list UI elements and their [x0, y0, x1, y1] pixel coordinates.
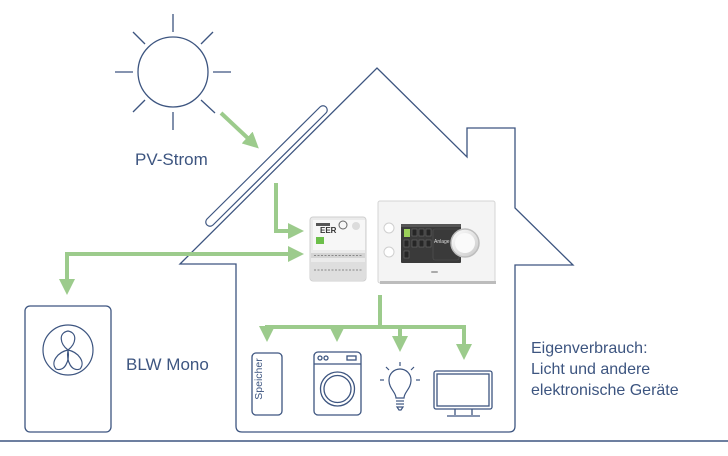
monitor-icon: [433, 370, 493, 417]
fan-icon: [42, 324, 94, 376]
heat-pump-unit: [24, 305, 112, 433]
self-consumption-line-2: Licht und andere: [531, 361, 651, 378]
arrow-pv-to-eer: [274, 183, 304, 239]
storage-icon: [251, 352, 283, 416]
house-outline: [178, 67, 575, 433]
self-consumption-line-3: elektronische Geräte: [531, 382, 679, 399]
light-bulb-icon: [380, 362, 420, 411]
control-panel-display: [377, 200, 496, 284]
arrow-sun-to-pv: [219, 111, 259, 149]
sun-icon: [115, 14, 231, 130]
energy-manager-module: [309, 216, 367, 282]
self-consumption-label: Eigenverbrauch: Licht und andere elektro…: [531, 338, 679, 401]
eer-label: EER: [320, 226, 337, 235]
washing-machine-icon: [313, 351, 362, 416]
solar-panel-icon: [205, 105, 328, 227]
self-consumption-line-1: Eigenverbrauch:: [531, 340, 648, 357]
arrow-to-heatpump: [59, 252, 296, 295]
pv-power-label: PV-Strom: [135, 150, 208, 169]
heat-pump-label: BLW Mono: [126, 355, 209, 374]
display-screen-text: Anlage: [434, 239, 450, 245]
storage-label: Speicher: [253, 358, 265, 400]
flow-arrows: [59, 111, 472, 360]
